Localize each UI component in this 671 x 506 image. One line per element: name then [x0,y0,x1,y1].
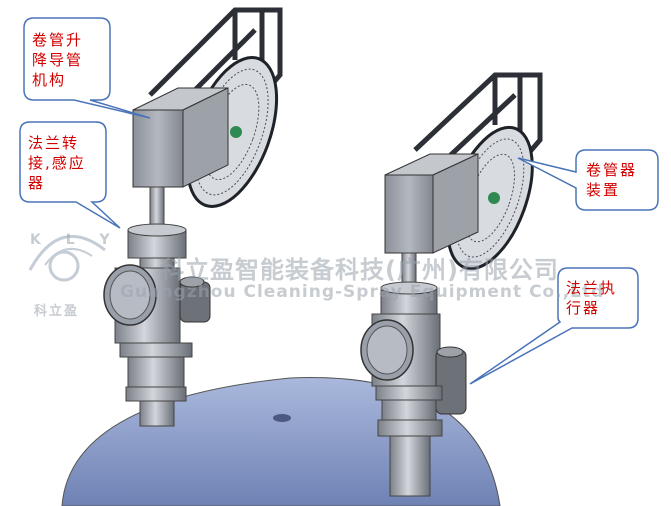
left-assembly [103,7,283,427]
watermark-logo-letters: K L Y [30,232,120,248]
callout-reel-device-text: 卷管器 装置 [586,161,638,199]
watermark-company-en: Guangzhou Cleaning-Spray Equipment Co.,L… [120,282,605,302]
right-lower-flanges [375,385,443,497]
right-control-box [384,153,479,254]
right-valve-body [360,313,467,415]
callout-flange-actuator [469,267,639,385]
right-assembly [360,72,543,497]
callout-flange-actuator-text: 法兰执 行器 [566,279,618,317]
left-control-box [132,87,229,188]
watermark-logo [28,234,106,282]
callout-reel-lift-text: 卷管升 降导管 机构 [32,31,84,89]
left-valve-body [103,264,211,344]
left-lower-flanges [119,342,193,427]
right-upper-flange [380,281,438,315]
callout-flange-sensor [19,121,121,229]
callout-reel-device [517,149,659,211]
watermark-company-cn: 科立盈智能装备科技(广州)有限公司 [160,256,559,284]
watermark-logo-cn: 科立盈 [34,304,80,319]
callout-flange-sensor-text: 法兰转 接,感应 器 [28,134,86,192]
right-reel-frame [413,72,543,212]
callout-reel-lift [23,17,151,119]
left-upper-flange [127,223,187,269]
